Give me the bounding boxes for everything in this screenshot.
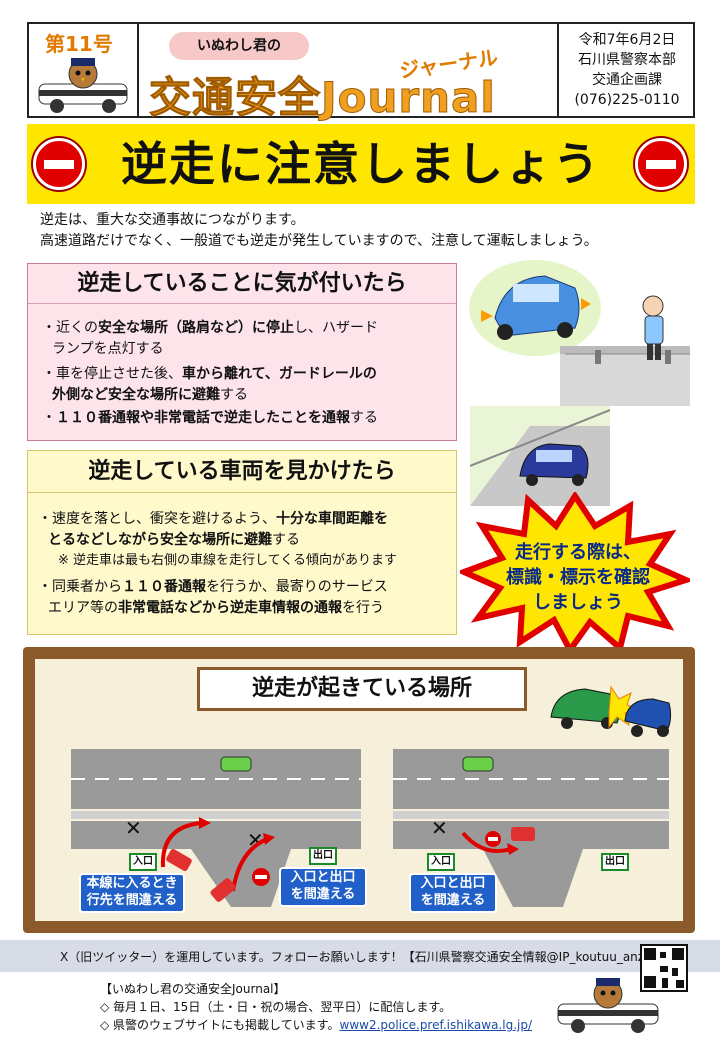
issue-panel: 第11号 [29, 24, 139, 116]
no-entry-sign-icon [33, 138, 85, 190]
right-road-diagram: ✕ [393, 749, 669, 907]
list-item: ・同乗者から１１０番通報を行うか、最寄りのサービス エリア等の非常電話などから逆… [38, 579, 388, 616]
list-item: ・１１０番通報や非常電話で逆走したことを通報する [42, 410, 378, 426]
entry-sign: 入口 [129, 853, 157, 871]
no-entry-sign-icon [635, 138, 687, 190]
issuer-phone: (076)225-0110 [574, 92, 680, 108]
issuer-info: 令和7年6月2日 石川県警察本部 交通企画課 (076)225-0110 [559, 30, 695, 110]
qr-code-icon[interactable] [640, 944, 688, 992]
journal-title: 交通安全Journal [149, 73, 496, 123]
subtitle: いぬわし君の [169, 32, 309, 60]
website-link[interactable]: www2.police.pref.ishikawa.lg.jp/ [339, 1018, 533, 1032]
title-panel: いぬわし君の ジャーナル 交通安全Journal [139, 24, 559, 123]
label-wrong-destination: 本線に入るとき行先を間違える [79, 873, 185, 913]
board-inner: 逆走が起きている場所 ✕ ✕ 入口 出口 [35, 659, 683, 921]
burst-line: 走行する際は、 [515, 542, 641, 563]
evacuated-driver-illustration [469, 260, 690, 406]
police-car-mascot-icon [38, 58, 128, 113]
list-item: ・近くの安全な場所（路肩など）に停止し、ハザード ランプを点灯する [42, 320, 378, 357]
list-item: ・速度を落とし、衝突を避けるよう、十分な車間距離を とるなどしながら安全な場所に… [38, 511, 388, 548]
issue-number: 第11号 [45, 32, 113, 56]
burst-line: 標識・標示を確認 [506, 567, 650, 588]
label-entry-exit-mixup: 入口と出口を間違える [279, 867, 367, 907]
approaching-car-illustration [470, 406, 610, 506]
left-road-diagram: ✕ ✕ [71, 749, 361, 907]
footer-note-line: ◇ 県警のウェブサイトにも掲載しています。www2.police.pref.is… [100, 1018, 533, 1032]
social-media-notice: X（旧ツイッター）を運用しています。フォローお願いします！【石川県警察交通安全情… [60, 950, 672, 964]
note-text: ※ 逆走車は最も右側の車線を走行してくる傾向があります [58, 553, 397, 568]
header: 第11号 いぬわし君の ジャーナル 交通安全Journal 令和7年6月2日 石… [27, 22, 695, 123]
label-entry-exit-mixup: 入口と出口を間違える [409, 873, 497, 913]
issuer-org: 石川県警察本部 [578, 52, 676, 68]
police-car-mascot-icon [557, 978, 659, 1033]
svg-text:✕: ✕ [431, 816, 448, 840]
burst-callout: 走行する際は、 標識・標示を確認 しましょう [478, 540, 678, 615]
intro-line-2: 高速道路だけでなく、一般道でも逆走が発生していますので、注意して運転しましょう。 [40, 233, 598, 249]
intro-line-1: 逆走は、重大な交通事故につながります。 [40, 212, 305, 228]
banner-title: 逆走に注意しましょう [121, 137, 601, 191]
exit-sign: 出口 [309, 847, 337, 865]
collision-cars-icon [550, 685, 672, 737]
issue-date: 令和7年6月2日 [578, 32, 676, 48]
list-item: ・車を停止させた後、車から離れて、ガードレールの 外側など安全な場所に避難する [42, 366, 377, 403]
footer-note-line: ◇ 毎月１日、15日（土・日・祝の場合、翌平日）に配信します。 [100, 1000, 452, 1014]
burst-line: しましょう [533, 592, 623, 613]
board-title: 逆走が起きている場所 [197, 667, 527, 711]
footer-note-title: 【いぬわし君の交通安全Journal】 [100, 982, 286, 996]
issuer-dept: 交通企画課 [592, 72, 662, 88]
svg-text:✕: ✕ [247, 828, 264, 852]
exit-sign: 出口 [601, 853, 629, 871]
section-seen-wrong-way-vehicle: 逆走している車両を見かけたら ・速度を落とし、衝突を避けるよう、十分な車間距離を… [27, 450, 457, 635]
locations-board: 逆走が起きている場所 ✕ ✕ 入口 出口 [23, 647, 695, 933]
section-noticed-wrong-way: 逆走していることに気が付いたら ・近くの安全な場所（路肩など）に停止し、ハザード… [27, 263, 457, 441]
section-heading: 逆走している車両を見かけたら [28, 451, 456, 493]
footer-bar [0, 940, 720, 972]
entry-sign: 入口 [427, 853, 455, 871]
section-heading: 逆走していることに気が付いたら [28, 264, 456, 304]
footer-note: 【いぬわし君の交通安全Journal】 ◇ 毎月１日、15日（土・日・祝の場合、… [100, 980, 532, 1034]
main-banner: 逆走に注意しましょう [27, 124, 695, 204]
svg-text:✕: ✕ [125, 816, 142, 840]
intro-text: 逆走は、重大な交通事故につながります。 高速道路だけでなく、一般道でも逆走が発生… [40, 210, 598, 252]
